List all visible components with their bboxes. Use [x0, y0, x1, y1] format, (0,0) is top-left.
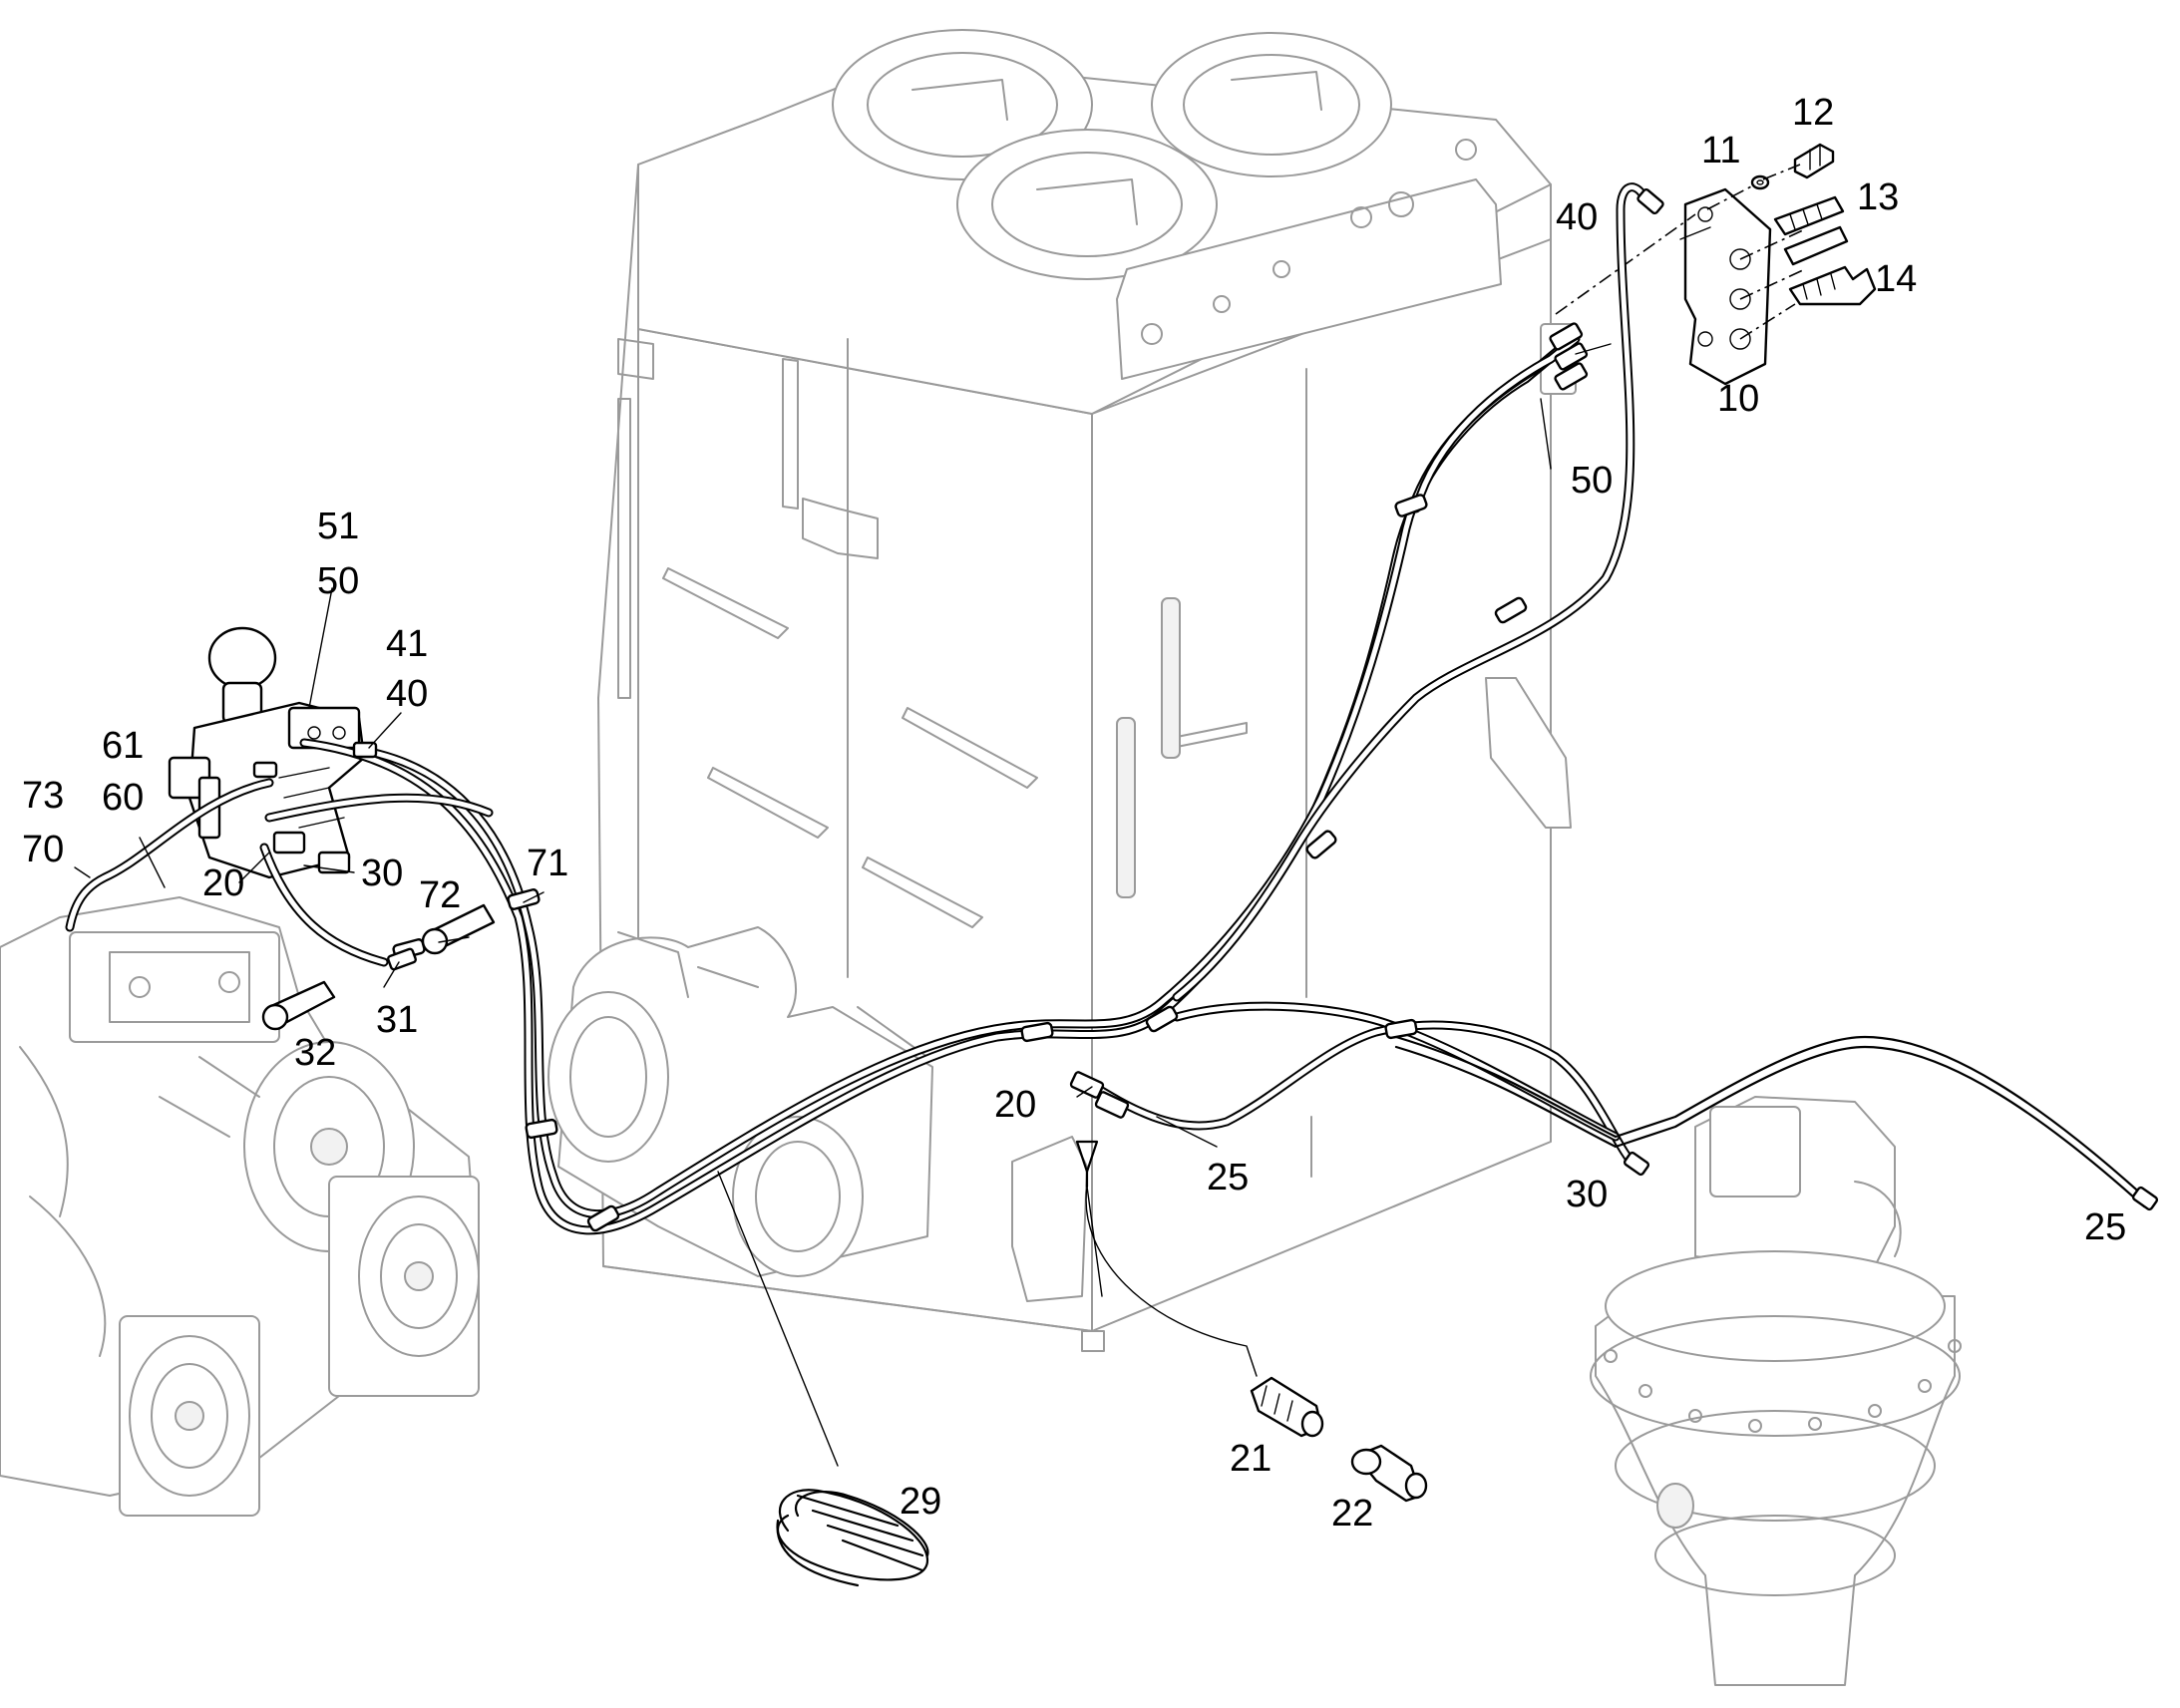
- callout-60: 60: [102, 777, 144, 819]
- fitting-13: [1773, 195, 1849, 266]
- callout-25: 25: [2084, 1206, 2126, 1248]
- leader-lines: [74, 226, 1711, 1467]
- callout-labels: 12 11 13 40 14 10 50 51 50 41 40 61 73 6…: [22, 92, 2126, 1535]
- callout-70: 70: [22, 829, 64, 870]
- callout-12: 12: [1792, 92, 1834, 134]
- callout-50: 50: [317, 560, 359, 602]
- spiral-guard-29: [776, 1489, 929, 1587]
- center-pump-unit: [547, 926, 1088, 1302]
- callout-40: 40: [1556, 196, 1598, 238]
- callout-13: 13: [1857, 176, 1899, 218]
- bolt-12: [1793, 143, 1835, 179]
- callout-20: 20: [202, 862, 244, 904]
- tee-fitting-22: [1350, 1444, 1428, 1503]
- callout-22: 22: [1331, 1493, 1373, 1535]
- callout-25: 25: [1207, 1157, 1249, 1198]
- callout-32: 32: [294, 1032, 336, 1074]
- callout-11: 11: [1701, 130, 1740, 171]
- bracket-plate-10: [1683, 187, 1772, 386]
- callout-40: 40: [386, 673, 428, 715]
- left-pump-assembly: [0, 896, 480, 1517]
- callout-30: 30: [1566, 1174, 1608, 1215]
- callout-51: 51: [317, 506, 359, 547]
- hose-bundle: [65, 182, 2159, 1235]
- callout-14: 14: [1875, 258, 1917, 300]
- adapter-21: [1250, 1376, 1324, 1438]
- bolt-32: [261, 980, 336, 1031]
- callout-41: 41: [386, 623, 428, 665]
- callout-73: 73: [22, 775, 64, 817]
- callout-71: 71: [527, 843, 568, 884]
- callout-10: 10: [1717, 378, 1759, 420]
- bolt-circle: [1604, 1339, 1962, 1433]
- callout-21: 21: [1230, 1438, 1272, 1480]
- bolt-72: [421, 903, 496, 955]
- elbow-14: [1788, 265, 1877, 306]
- callout-72: 72: [419, 874, 461, 916]
- callout-30: 30: [361, 853, 403, 894]
- callout-50: 50: [1571, 460, 1613, 502]
- final-drive-motor: [1590, 1096, 1962, 1686]
- clamp-31: [387, 947, 417, 971]
- callout-31: 31: [376, 999, 418, 1041]
- callout-61: 61: [102, 725, 144, 767]
- callout-20: 20: [994, 1084, 1036, 1126]
- callout-29: 29: [900, 1481, 941, 1523]
